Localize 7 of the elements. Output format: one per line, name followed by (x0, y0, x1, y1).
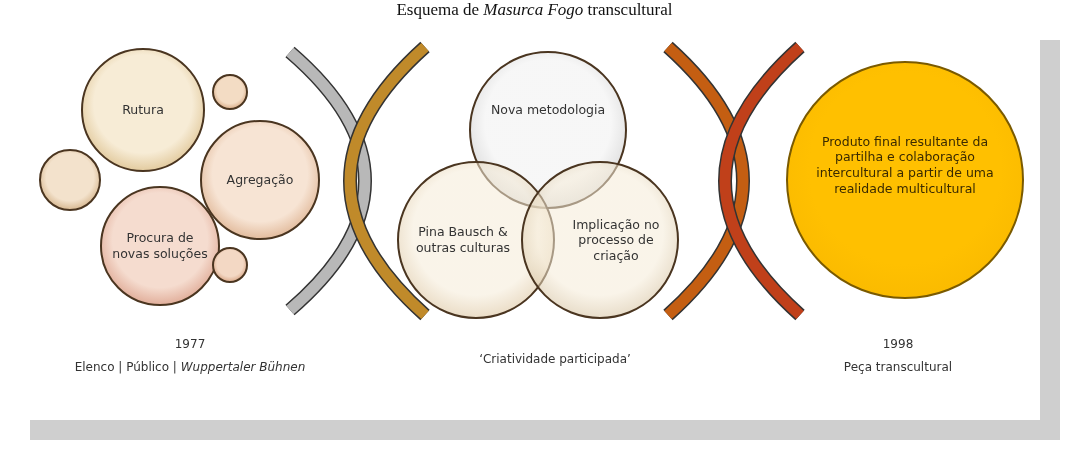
caption-text: 1977 (174, 337, 206, 351)
caption-text: Peça transcultural (843, 360, 953, 374)
caption-text: 1998 (882, 337, 914, 351)
caption-text: Elenco | Público | Wuppertaler Bühnen (74, 360, 306, 374)
title: Esquema de Masurca Fogo transcultural (395, 0, 674, 20)
circle-node: Implicação no processo de criação (521, 161, 679, 319)
caption-text: ‘Criatividade participada’ (479, 352, 631, 366)
